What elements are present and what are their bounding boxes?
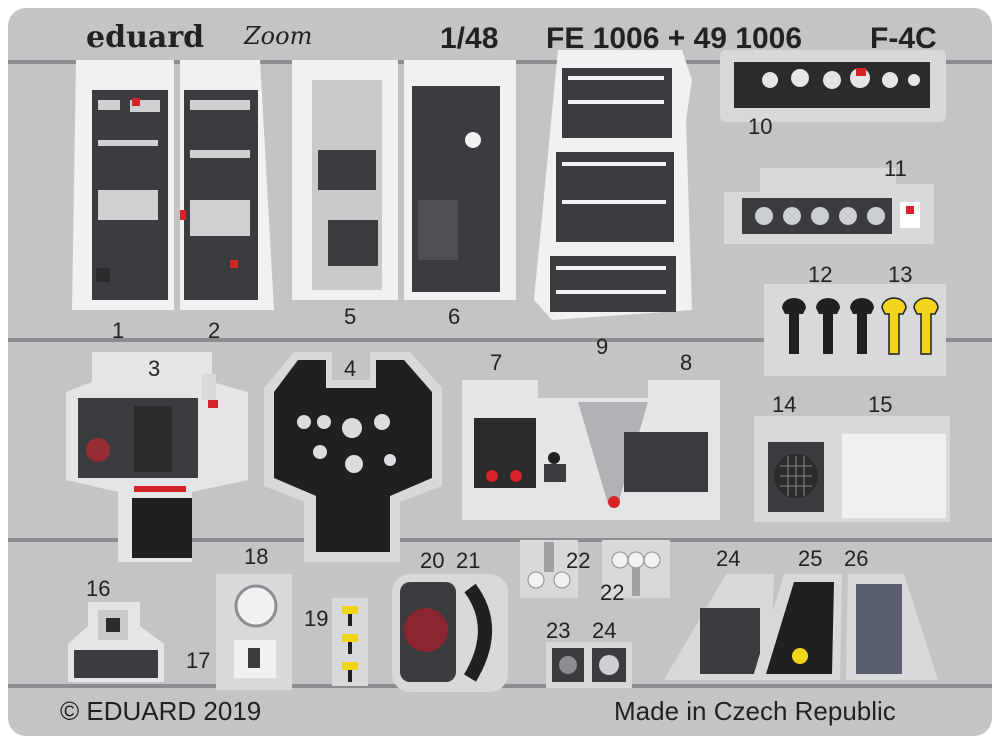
- part-14-15-panel: [754, 416, 954, 526]
- part-16-panel: [64, 600, 168, 686]
- part-20-21-panel: [392, 570, 512, 696]
- part-4-instrument-panel: [260, 352, 446, 568]
- sprue-low: [8, 538, 992, 542]
- part-9-panel: [532, 50, 708, 334]
- part-number-7: 7: [490, 350, 503, 375]
- part-number-5: 5: [344, 304, 357, 329]
- part-number-12: 12: [808, 262, 833, 287]
- part-7-8-panel: [458, 372, 728, 522]
- part-number-16: 16: [86, 576, 111, 601]
- part-number-17: 17: [186, 648, 211, 673]
- part-number-3: 3: [148, 356, 161, 381]
- series-logo: Zoom: [244, 22, 313, 50]
- part-number-26: 25: [798, 546, 823, 571]
- aircraft-name: F-4C: [870, 22, 937, 55]
- part-number-23: 23: [546, 618, 571, 643]
- part-12-13-handles: [764, 284, 950, 380]
- part-number-27: 26: [844, 546, 869, 571]
- part-3-instrument-panel: [62, 352, 252, 568]
- part-19-straps: [332, 598, 372, 690]
- part-11-panel: [720, 164, 950, 248]
- sprue-mid: [8, 338, 992, 342]
- part-number-9: 9: [596, 334, 609, 359]
- part-10-panel: [720, 50, 950, 126]
- part-number-6: 6: [448, 304, 461, 329]
- part-number-2: 2: [208, 318, 221, 343]
- part-5-6-consoles: [288, 60, 528, 306]
- part-number-15: 15: [868, 392, 893, 417]
- part-number-24: 24: [592, 618, 617, 643]
- part-number-4: 4: [344, 356, 357, 381]
- part-number-13: 13: [888, 262, 913, 287]
- part-number-10: 10: [748, 114, 773, 139]
- part-22a: [520, 540, 580, 600]
- part-number-19: 19: [304, 606, 329, 631]
- part-22b: [602, 540, 672, 600]
- part-17-18-panel: [216, 570, 296, 692]
- part-number-22a: 22: [566, 548, 591, 573]
- part-number-25: 24: [716, 546, 741, 571]
- brand-logo: eduard: [86, 20, 205, 55]
- part-number-8: 8: [680, 350, 693, 375]
- part-number-21: 21: [456, 548, 481, 573]
- copyright: © EDUARD 2019: [60, 696, 262, 726]
- part-number-22b: 22: [600, 580, 625, 605]
- set-number: FE 1006 + 49 1006: [546, 22, 803, 55]
- part-number-14: 14: [772, 392, 797, 417]
- part-number-18: 18: [244, 544, 269, 569]
- part-number-20: 20: [420, 548, 445, 573]
- origin-label: Made in Czech Republic: [614, 696, 896, 726]
- part-1-2-consoles: [70, 60, 290, 320]
- part-number-1: 1: [112, 318, 125, 343]
- part-23-24-panel: [546, 642, 636, 692]
- part-number-11: 11: [884, 156, 907, 181]
- photo-etch-fret: eduard Zoom 1/48 FE 1006 + 49 1006 F-4C …: [8, 8, 992, 736]
- scale-label: 1/48: [440, 22, 499, 55]
- part-25-26-27-panels: [660, 570, 950, 690]
